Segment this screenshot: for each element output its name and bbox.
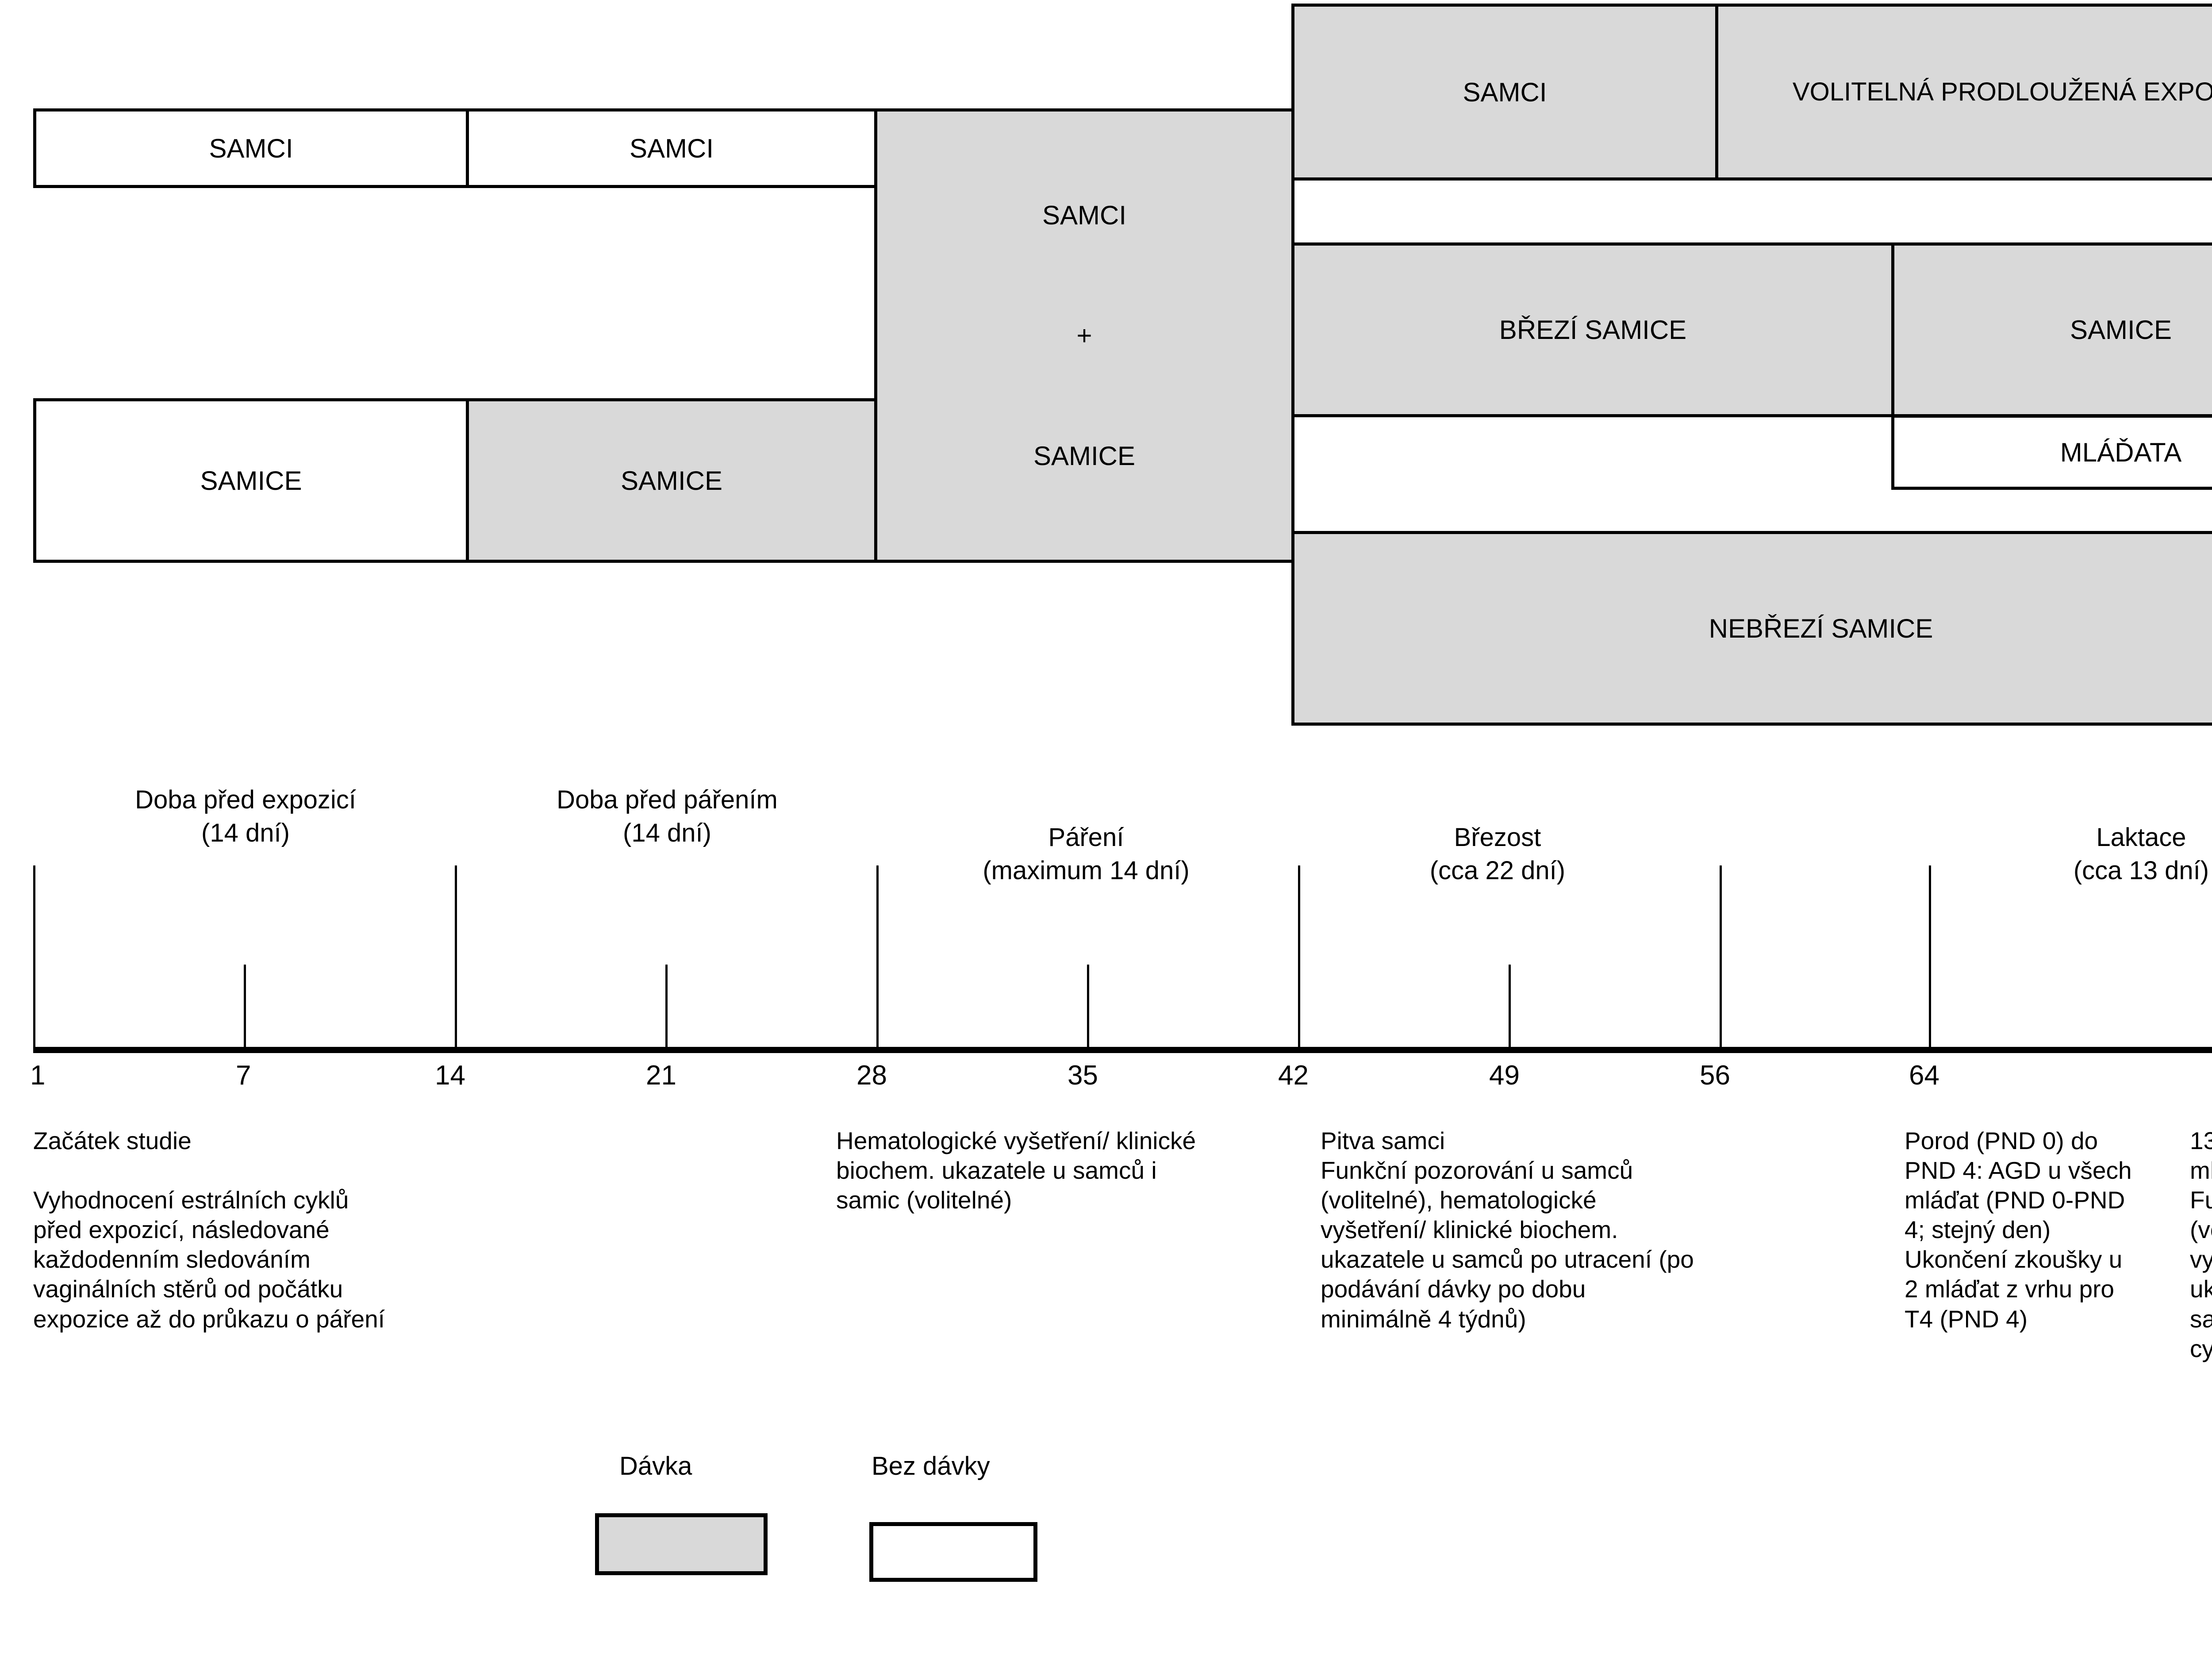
group-label: MLÁĎATA <box>2060 437 2182 467</box>
group-box-pregnant-females: BŘEZÍ SAMICE <box>1291 242 1894 417</box>
note-day-28: Hematologické vyšetření/ klinické bioche… <box>836 1127 1196 1214</box>
day-label-14: 14 <box>435 1060 465 1091</box>
legend-label-dosed: Dávka <box>619 1452 692 1480</box>
day-label-35: 35 <box>1068 1060 1098 1091</box>
period-name: Doba před expozicí <box>135 785 356 814</box>
day-label-56: 56 <box>1700 1060 1730 1091</box>
group-label: SAMICE <box>620 465 723 496</box>
period-name: Březost <box>1454 823 1541 852</box>
period-label-gestation: Březost (cca 22 dní) <box>1323 821 1672 888</box>
timeline-tick-day-28 <box>876 865 879 1047</box>
group-label: SAMICE <box>2070 315 2172 345</box>
group-label: SAMCI <box>629 133 714 163</box>
day-label-42: 42 <box>1278 1060 1309 1091</box>
day-label-7: 7 <box>236 1060 251 1091</box>
period-label-premating: Doba před pářením (14 dní) <box>506 783 829 850</box>
note-day-1: Začátek studie Vyhodnocení estrálních cy… <box>33 1127 385 1333</box>
note-day-64: Porod (PND 0) do PND 4: AGD u všech mláď… <box>1905 1127 2132 1333</box>
note-day-42: Pitva samci Funkční pozorování u samců (… <box>1321 1127 1694 1333</box>
group-box-females-predose: SAMICE <box>33 398 469 563</box>
group-label: SAMICE <box>200 465 302 496</box>
timeline-tick-day-64 <box>1929 865 1931 1047</box>
period-duration: (cca 13 dní) <box>2073 856 2209 885</box>
group-box-females-premating: SAMICE <box>466 398 877 563</box>
group-label: NEBŘEZÍ SAMICE <box>1709 613 1933 643</box>
timeline-tick-day-14 <box>455 865 457 1047</box>
day-label-64: 64 <box>1909 1060 1939 1091</box>
period-duration: (14 dní) <box>623 819 711 848</box>
group-label-males: SAMCI <box>1042 200 1127 230</box>
legend-label-no-dose: Bez dávky <box>872 1452 990 1480</box>
group-label: BŘEZÍ SAMICE <box>1499 315 1687 345</box>
note-day-77: 13. den po porodu Pitva samic a mláďat P… <box>2190 1127 2212 1362</box>
timeline-tick-day-56 <box>1720 865 1722 1047</box>
group-label-females: SAMICE <box>1033 441 1136 471</box>
day-label-1: 1 <box>30 1060 46 1091</box>
timeline-tick-day-7 <box>244 965 246 1047</box>
timeline-tick-day-42 <box>1298 865 1300 1047</box>
group-box-males-predose: SAMCI <box>33 108 469 188</box>
period-name: Páření <box>1048 823 1124 852</box>
day-label-21: 21 <box>646 1060 676 1091</box>
group-box-males-premating: SAMCI <box>466 108 877 188</box>
period-label-predose: Doba před expozicí (14 dní) <box>84 783 407 850</box>
day-label-49: 49 <box>1489 1060 1520 1091</box>
timeline-tick-day-35 <box>1087 965 1089 1047</box>
group-box-non-pregnant-females: NEBŘEZÍ SAMICE <box>1291 531 2212 726</box>
timeline-tick-day-49 <box>1509 965 1511 1047</box>
group-label: SAMCI <box>209 133 293 163</box>
group-box-optional-extended-exposure: VOLITELNÁ PRODLOUŽENÁ EXPOZICE <box>1715 4 2212 181</box>
period-duration: (maximum 14 dní) <box>983 856 1190 885</box>
group-label: SAMCI <box>1463 77 1547 107</box>
legend-swatch-no-dose <box>869 1522 1037 1582</box>
group-box-males-gestation: SAMCI <box>1291 4 1718 181</box>
legend-swatch-dosed <box>595 1513 768 1575</box>
period-label-lactation: Laktace (cca 13 dní) <box>1960 821 2212 888</box>
group-label: VOLITELNÁ PRODLOUŽENÁ EXPOZICE <box>1792 77 2212 106</box>
period-label-mating: Páření (maximum 14 dní) <box>889 821 1283 888</box>
period-name: Laktace <box>2096 823 2186 852</box>
timeline-tick-day-1 <box>33 865 35 1047</box>
group-box-females-lactation: SAMICE <box>1891 242 2212 417</box>
timeline-tick-day-21 <box>665 965 668 1047</box>
period-name: Doba před pářením <box>557 785 778 814</box>
group-label-plus: + <box>1076 321 1092 350</box>
period-duration: (cca 22 dní) <box>1429 856 1566 885</box>
group-box-mating-males-females: SAMCI + SAMICE <box>874 108 1294 563</box>
group-box-pups: MLÁĎATA <box>1891 415 2212 490</box>
day-label-28: 28 <box>856 1060 887 1091</box>
period-duration: (14 dní) <box>201 819 290 848</box>
timeline-axis <box>33 1047 2212 1053</box>
